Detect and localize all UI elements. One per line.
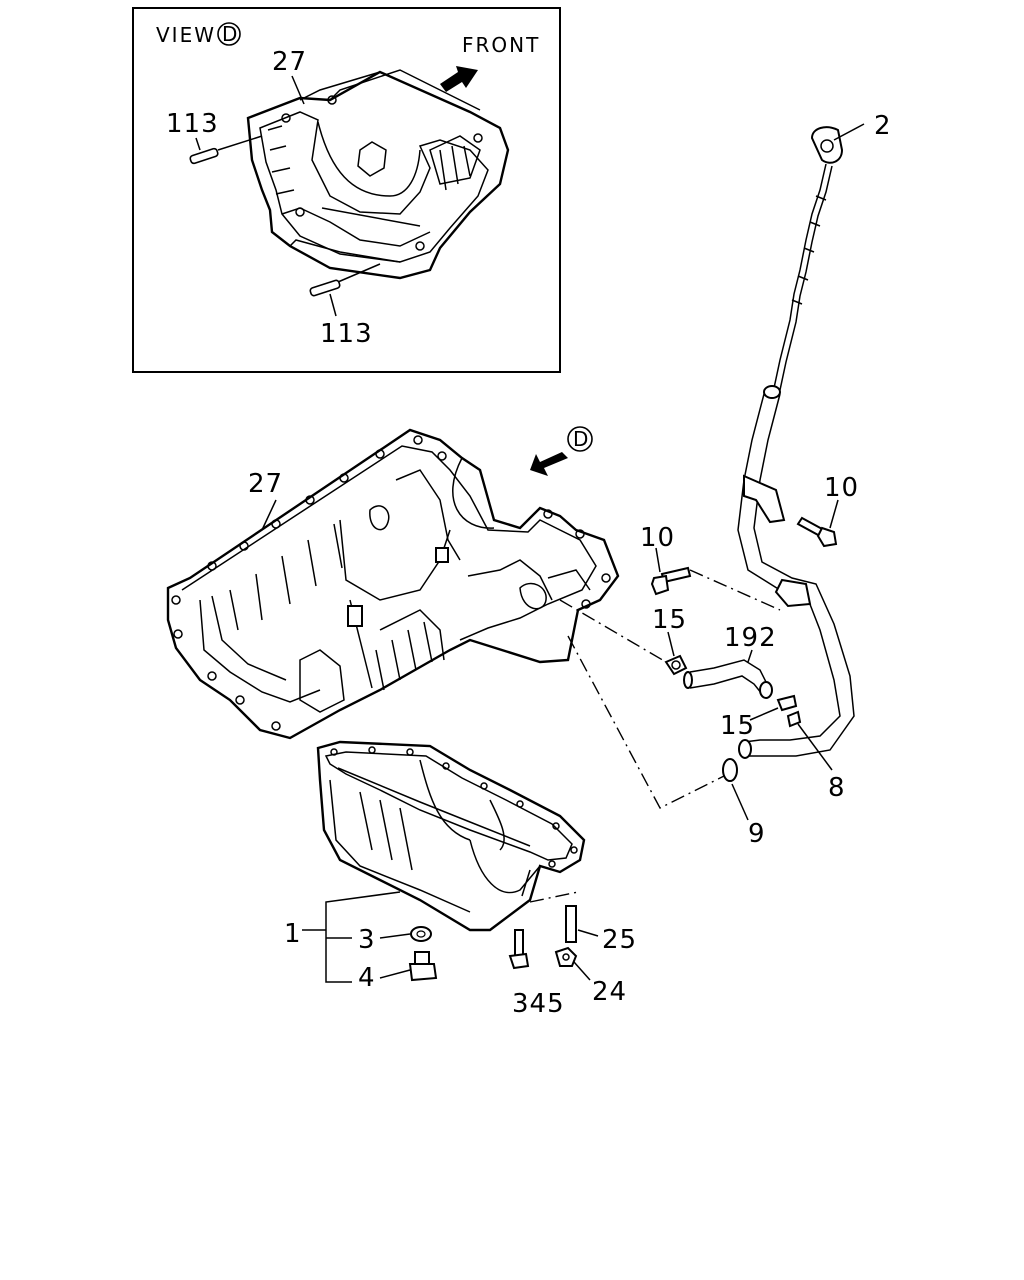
view-d-marker-letter: D [573, 427, 590, 451]
inset-dowel-pin-upper [189, 147, 219, 165]
nut-24 [554, 946, 578, 967]
leader-lines [261, 123, 865, 983]
view-d-arrow-icon [530, 452, 568, 476]
view-d-marker-circle [567, 426, 593, 452]
inset-callout-113-upper: 113 [166, 109, 219, 139]
inset-view-circle [217, 22, 241, 46]
o-ring-9 [722, 758, 738, 782]
callout-10-hose: 10 [640, 523, 675, 553]
callout-15-upper: 15 [652, 605, 687, 635]
callout-192: 192 [724, 623, 777, 653]
bolt-10-hose [650, 566, 692, 596]
callout-15-lower: 15 [720, 711, 755, 741]
inset-view-d: VIEW D FRONT 27 [132, 7, 561, 373]
inset-dowel-pin-lower [309, 279, 341, 297]
callout-9: 9 [748, 819, 766, 849]
dipstick-drawing [773, 126, 844, 391]
front-arrow-icon [440, 66, 478, 92]
hose-192-drawing [683, 659, 773, 699]
drain-plug-4 [408, 951, 438, 982]
inset-view-label: VIEW [156, 23, 216, 47]
callout-25: 25 [602, 925, 637, 955]
callout-345: 345 [512, 989, 565, 1019]
crankcase-drawing [166, 428, 620, 740]
callout-1: 1 [284, 919, 302, 949]
inset-callout-113-lower: 113 [320, 319, 373, 349]
callout-24: 24 [592, 977, 627, 1007]
clip-15-lower [776, 694, 798, 712]
callout-8: 8 [828, 773, 846, 803]
callout-2: 2 [874, 111, 892, 141]
fitting-8 [786, 710, 802, 728]
inset-front-label: FRONT [462, 33, 540, 57]
callout-3: 3 [358, 925, 376, 955]
bolt-345 [508, 929, 530, 970]
clip-15-upper [664, 654, 688, 676]
inset-frame [132, 7, 561, 373]
bolt-10-guide-bracket [796, 516, 838, 548]
callout-4: 4 [358, 963, 376, 993]
inset-callout-27: 27 [272, 47, 307, 77]
gasket-washer-3-hole [416, 930, 426, 938]
dash-dot-guides [529, 569, 781, 903]
guide-tube-drawing [737, 385, 855, 759]
callout-27: 27 [248, 469, 283, 499]
stud-25 [565, 905, 577, 943]
callout-10-bracket: 10 [824, 473, 859, 503]
inset-view-letter: D [222, 22, 239, 46]
inset-crankcase-drawing [246, 69, 510, 280]
oil-pan-drawing [316, 740, 586, 932]
